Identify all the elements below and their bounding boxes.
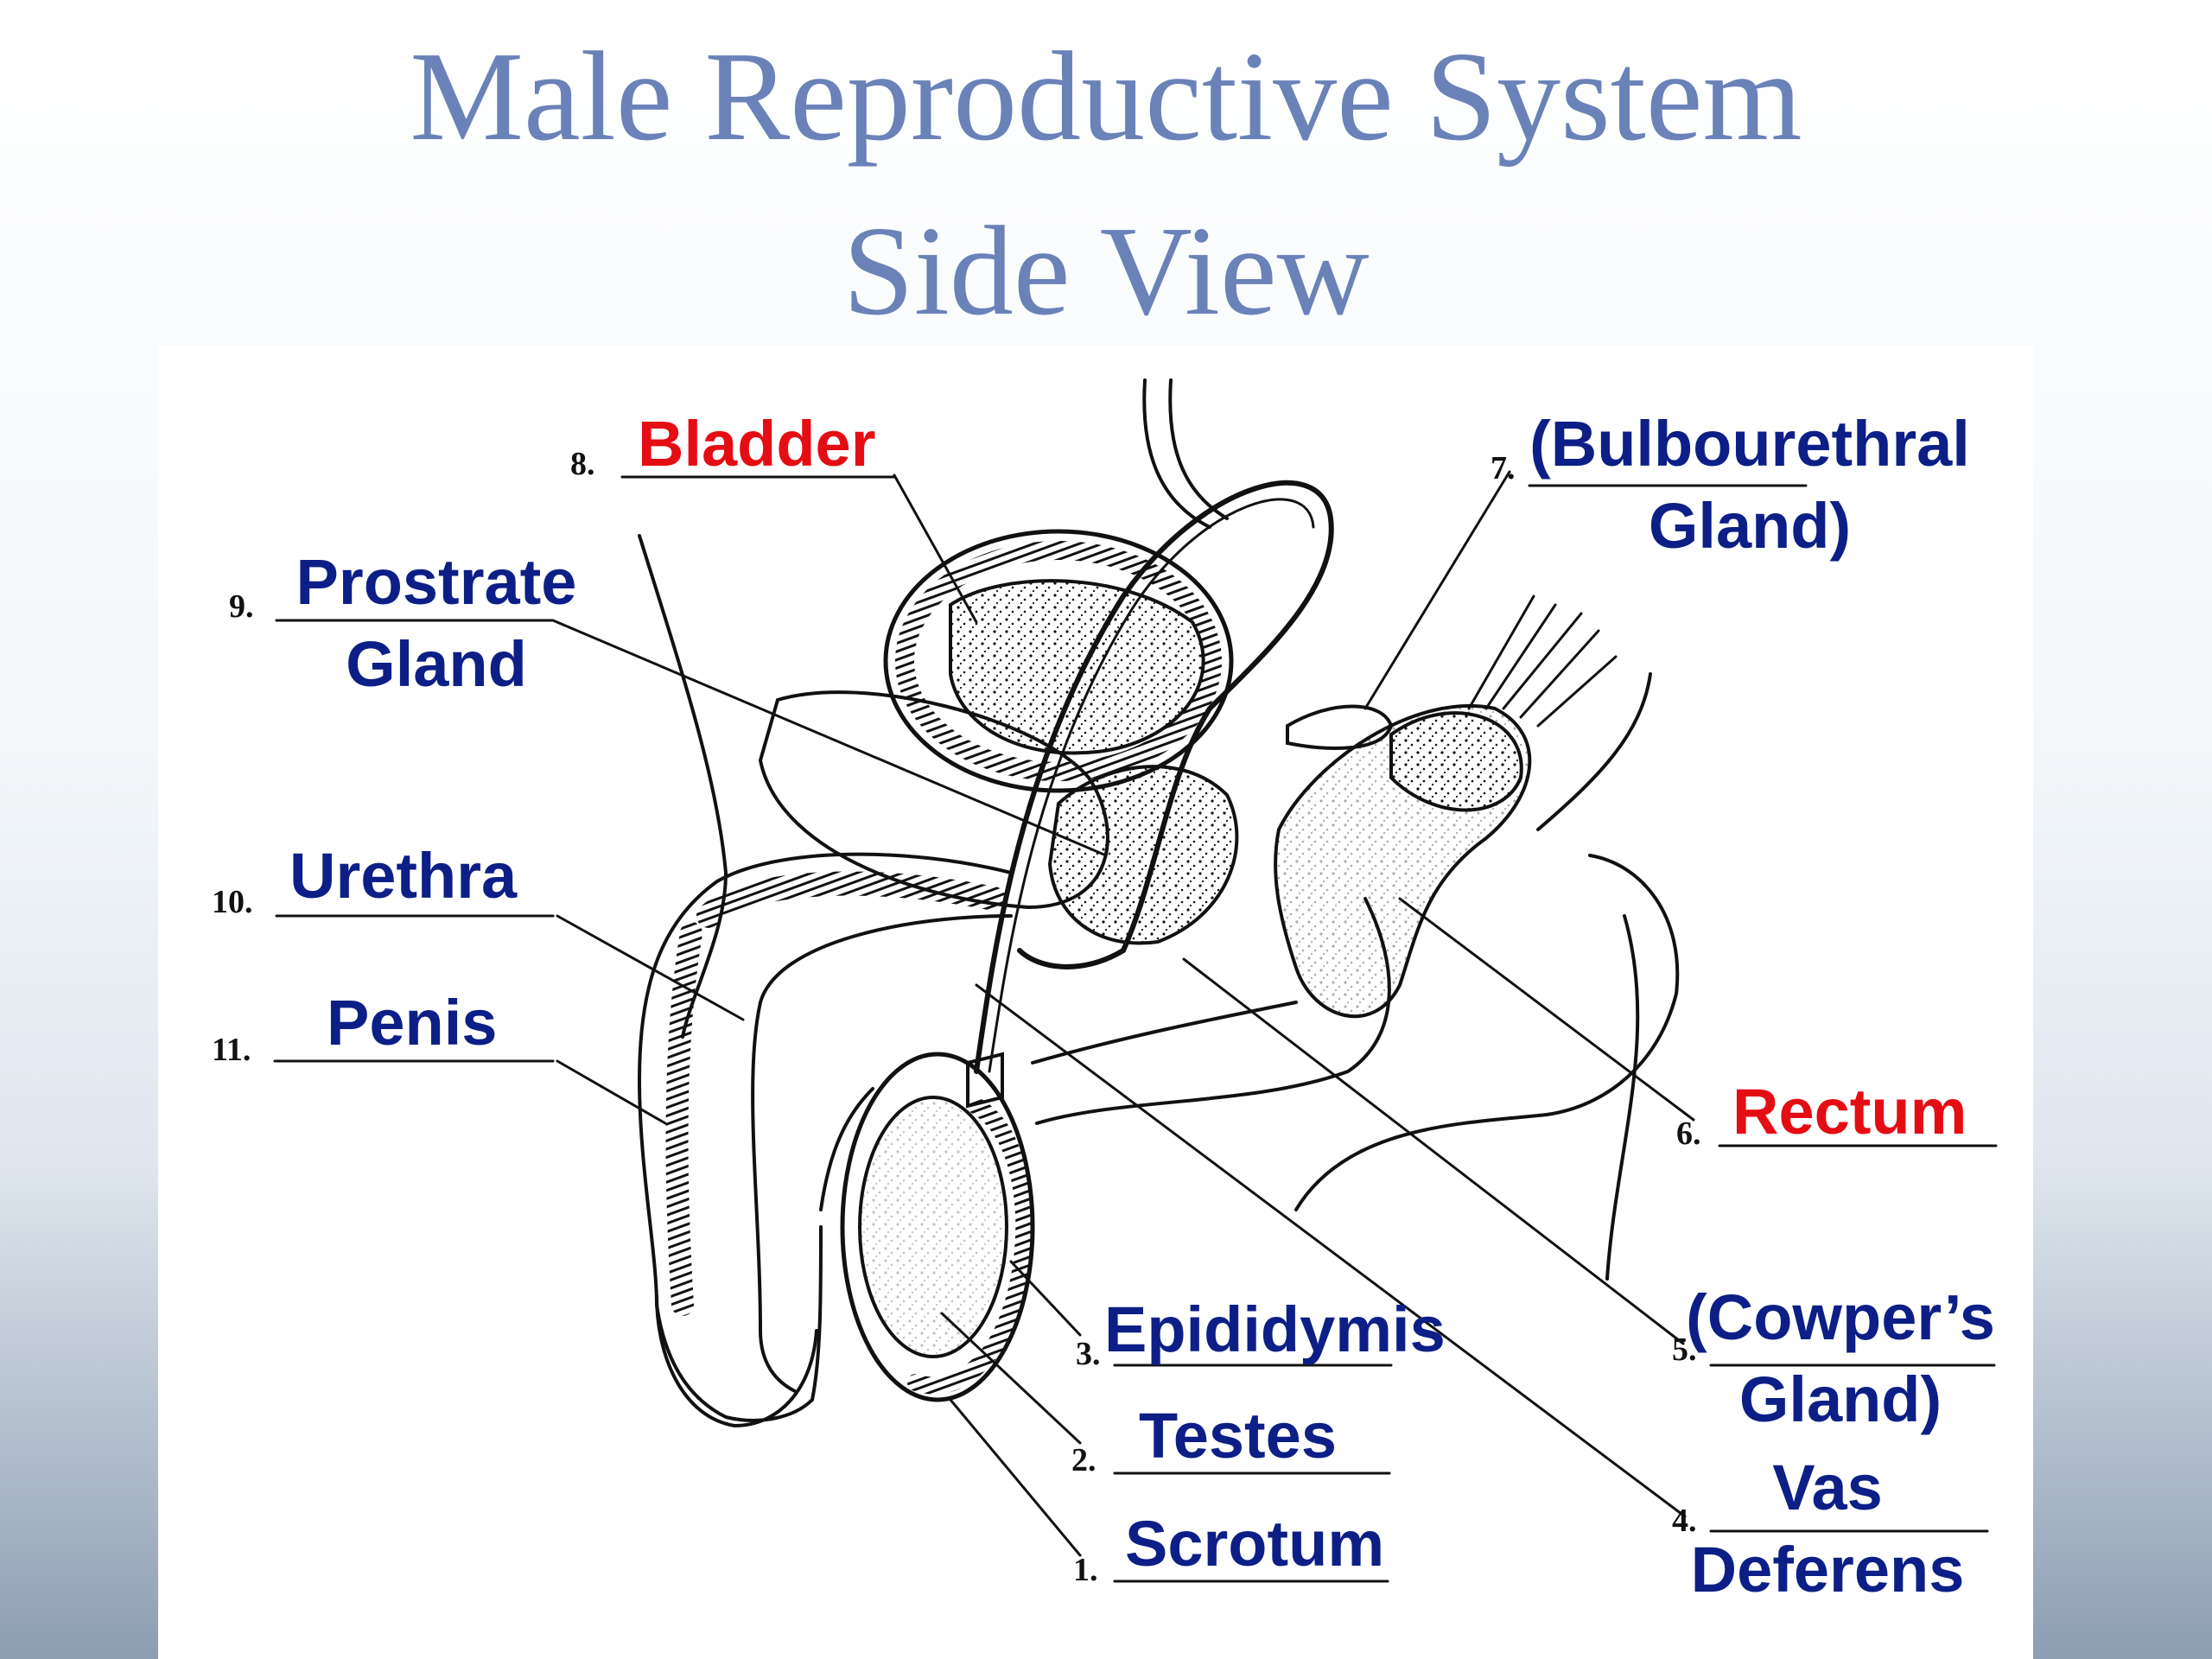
label-testes: Testes bbox=[1139, 1400, 1337, 1471]
label-number-1: 1. bbox=[1073, 1552, 1098, 1588]
leader-epididymis bbox=[1009, 1260, 1082, 1337]
label-cowpers-gland: (Cowper’s Gland) bbox=[1681, 1277, 2000, 1440]
label-number-7: 7. bbox=[1491, 450, 1516, 486]
glans-outline bbox=[655, 1294, 818, 1428]
lower-body-line bbox=[819, 1087, 874, 1211]
prostate-gland-shape bbox=[1047, 765, 1239, 945]
leader-scrotum bbox=[949, 1398, 1082, 1557]
leader-vas-deferens bbox=[975, 983, 1687, 1518]
leader-urethra bbox=[556, 914, 745, 1021]
label-number-8: 8. bbox=[570, 446, 595, 482]
label-prostate-line2: Gland bbox=[346, 627, 527, 700]
bladder-lumen bbox=[949, 579, 1205, 755]
label-penis: Penis bbox=[327, 987, 498, 1058]
label-epididymis: Epididymis bbox=[1104, 1294, 1446, 1365]
label-number-9: 9. bbox=[229, 588, 254, 625]
ureter-tube-inner bbox=[1168, 378, 1229, 520]
label-bladder: Bladder bbox=[638, 408, 876, 480]
label-number-2: 2. bbox=[1071, 1442, 1096, 1478]
leader-bladder bbox=[893, 474, 978, 624]
label-bulbourethral-line1: (Bulbourethral bbox=[1529, 408, 1970, 480]
spermatic-cord bbox=[966, 1052, 1004, 1109]
label-vas-deferens: Vas Deferens bbox=[1676, 1447, 1979, 1611]
label-vas-line1: Vas bbox=[1772, 1452, 1883, 1523]
vas-deferens-tube bbox=[974, 480, 1334, 1074]
label-bulbourethral-line2: Gland) bbox=[1648, 489, 1852, 562]
penis-shaft-stripes bbox=[665, 922, 702, 1316]
label-cowpers-line1: (Cowper’s bbox=[1686, 1281, 1995, 1353]
leader-testes bbox=[940, 1312, 1082, 1445]
label-prostate-line1: Prostrate bbox=[296, 546, 577, 618]
label-urethra: Urethra bbox=[289, 840, 518, 912]
label-number-5: 5. bbox=[1672, 1332, 1697, 1368]
leader-cowpers bbox=[1182, 957, 1685, 1345]
label-vas-line2: Deferens bbox=[1690, 1533, 1965, 1605]
bladder-inner-ring bbox=[895, 541, 1222, 781]
rectum-lumen bbox=[1389, 711, 1523, 812]
corpus-spongiosum bbox=[696, 871, 1006, 928]
label-number-6: 6. bbox=[1676, 1116, 1701, 1152]
abdominal-wall-outline bbox=[638, 534, 728, 1039]
answer-lines bbox=[273, 475, 1998, 1583]
testis-shape bbox=[858, 1096, 1008, 1358]
label-prostate-gland: Prostrate Gland bbox=[285, 542, 588, 705]
urethra-canal bbox=[751, 914, 1013, 1393]
label-number-10: 10. bbox=[212, 884, 253, 920]
slide-title: Male Reproductive System bbox=[410, 26, 1802, 168]
label-number-3: 3. bbox=[1076, 1336, 1101, 1372]
label-number-4: 4. bbox=[1672, 1503, 1697, 1539]
perineum-outline bbox=[1035, 897, 1391, 1125]
leader-rectum bbox=[1398, 897, 1695, 1122]
label-scrotum: Scrotum bbox=[1125, 1508, 1385, 1580]
back-outline bbox=[1605, 914, 1640, 1281]
slide-subtitle: Side View bbox=[842, 200, 1370, 342]
vas-deferens-inner bbox=[988, 498, 1315, 1073]
leader-prostate bbox=[551, 619, 1108, 857]
rectum-lines bbox=[1467, 594, 1618, 728]
label-number-11: 11. bbox=[212, 1032, 251, 1068]
diagram-panel bbox=[158, 346, 2033, 1659]
buttock-outline bbox=[1294, 672, 1680, 1211]
label-cowpers-line2: Gland) bbox=[1738, 1363, 1942, 1435]
ureter-tube bbox=[1142, 378, 1211, 529]
bladder-wall bbox=[883, 529, 1234, 793]
thigh-line bbox=[1031, 1001, 1298, 1065]
leader-lines bbox=[551, 470, 1695, 1557]
penis-outline bbox=[637, 852, 1013, 1422]
leader-bulbourethral bbox=[1363, 470, 1511, 710]
leader-penis bbox=[556, 1059, 667, 1125]
epididymis-shape bbox=[907, 1097, 1033, 1395]
label-rectum: Rectum bbox=[1732, 1076, 1967, 1147]
label-bulbourethral-gland: (Bulbourethral Gland) bbox=[1508, 404, 1992, 567]
